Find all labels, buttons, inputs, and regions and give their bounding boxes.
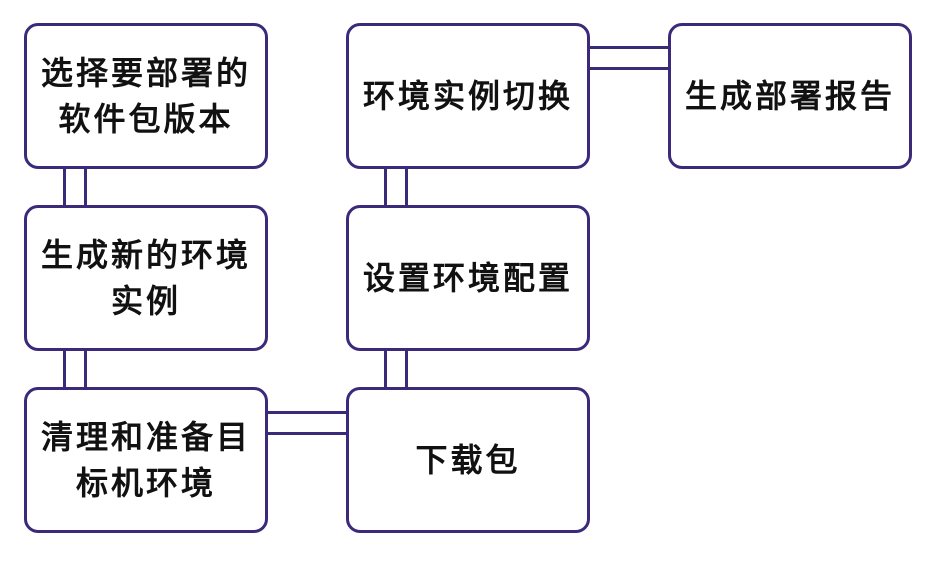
connector-prepare-to-download (266, 411, 349, 435)
node-configure-environment-label: 设置环境配置 (362, 259, 573, 297)
connector-download-to-configure (384, 349, 408, 390)
node-download-package: 下载包 (346, 387, 590, 533)
connector-create-to-prepare (63, 349, 87, 390)
node-switch-instance: 环境实例切换 (346, 23, 590, 169)
connector-configure-to-switch (384, 166, 408, 207)
connector-select-to-create (63, 166, 87, 207)
node-switch-instance-label: 环境实例切换 (362, 77, 573, 115)
node-create-instance-label: 生成新的环境 实例 (40, 236, 251, 320)
node-select-version-label: 选择要部署的 软件包版本 (40, 54, 251, 138)
node-select-version: 选择要部署的 软件包版本 (24, 23, 268, 169)
node-create-instance: 生成新的环境 实例 (24, 205, 268, 351)
node-generate-report-label: 生成部署报告 (684, 77, 895, 115)
node-generate-report: 生成部署报告 (668, 23, 912, 169)
node-prepare-target-label: 清理和准备目 标机环境 (40, 418, 251, 502)
node-configure-environment: 设置环境配置 (346, 205, 590, 351)
node-prepare-target: 清理和准备目 标机环境 (24, 387, 268, 533)
node-download-package-label: 下载包 (415, 441, 521, 479)
connector-switch-to-report (587, 46, 671, 70)
